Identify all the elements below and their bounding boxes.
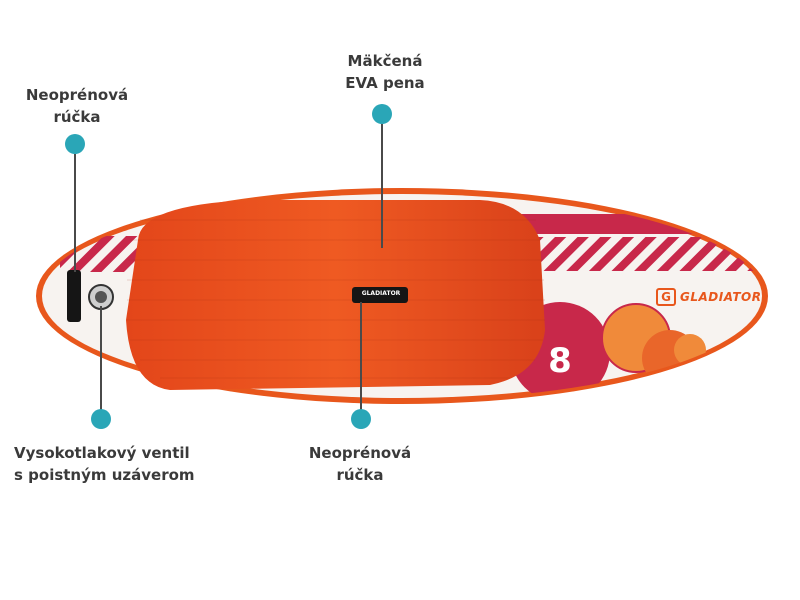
label-handle-top: Neoprénová rúčka — [22, 84, 132, 128]
badge-8: 8 — [548, 341, 572, 381]
label-handle-bottom: Neoprénová rúčka — [304, 442, 416, 486]
gladiator-logo-icon: G — [656, 288, 676, 306]
line-handle-top — [74, 154, 76, 272]
center-handle-logo-text: GLADIATOR — [361, 290, 401, 297]
label-handle-bottom-line1: Neoprénová — [308, 444, 412, 462]
callout-dot-handle-bottom — [351, 409, 371, 429]
label-eva-line1: Mäkčená — [347, 52, 423, 70]
label-handle-top-line2: rúčka — [53, 108, 101, 126]
tail-handle — [67, 270, 81, 322]
line-eva — [381, 124, 383, 248]
label-eva-foam: Mäkčená EVA pena — [330, 50, 440, 94]
callout-dot-valve — [91, 409, 111, 429]
callout-dot-eva — [372, 104, 392, 124]
label-valve-line1: Vysokotlakový ventil — [14, 444, 190, 462]
label-valve-line2: s poistným uzáverom — [14, 466, 195, 484]
label-valve: Vysokotlakový ventil s poistným uzáverom — [14, 442, 214, 486]
center-handle — [352, 287, 408, 303]
eva-traction-pad — [126, 200, 545, 390]
gladiator-logo: G GLADIATOR — [656, 286, 766, 308]
gladiator-logo-text: GLADIATOR — [680, 290, 762, 304]
label-eva-line2: EVA pena — [345, 74, 425, 92]
line-valve — [100, 306, 102, 410]
valve-inner — [95, 291, 107, 303]
line-handle-bottom — [360, 302, 362, 410]
label-handle-bottom-line2: rúčka — [336, 466, 384, 484]
label-handle-top-line1: Neoprénová — [25, 86, 129, 104]
callout-dot-handle-top — [65, 134, 85, 154]
